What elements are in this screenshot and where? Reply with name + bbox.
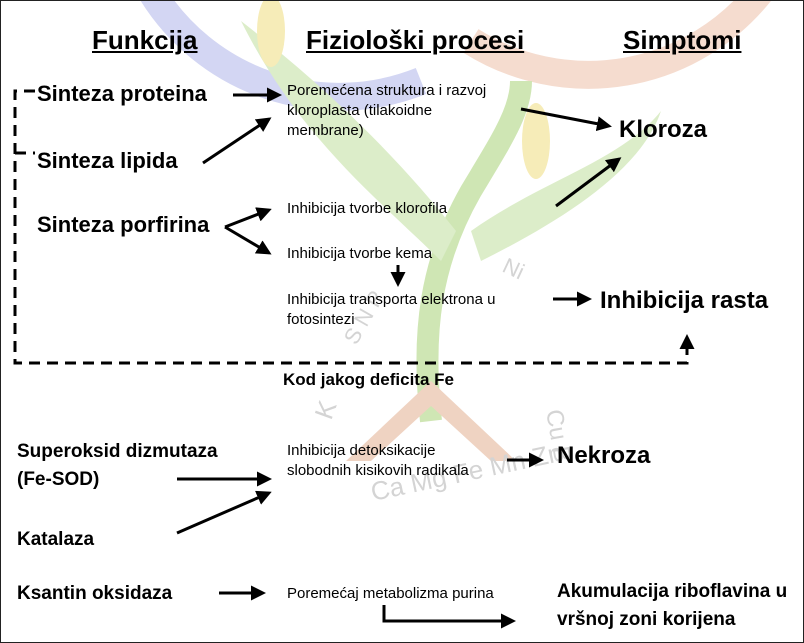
header-function: Funkcija [92,25,198,55]
symptom-riboflavin-line1: Akumulacija riboflavina u [557,581,788,602]
arrow-lipid-to-chloroplast [202,117,272,165]
process-chlorophyll: Inhibicija tvorbe klorofila [287,200,448,217]
header-processes: Fiziološki procesi [306,25,525,55]
watermark-leaf-right [471,111,661,261]
symptom-riboflavin-line2: vršnoj zoni korijena [557,609,736,630]
arrow-porphyrin-to-chlorophyll [224,207,272,229]
process-purine: Poremećaj metabolizma purina [287,585,494,602]
watermark-chevron [346,381,516,461]
symptom-chlorosis: Kloroza [619,116,708,143]
severe-deficit-label: Kod jakog deficita Fe [283,370,454,389]
process-chloroplast-line2: kloroplasta (tilakoidne [287,102,433,119]
arrow-purine-to-riboflavin [382,605,516,629]
watermark-blue-arc [140,1,427,111]
process-heme: Inhibicija tvorbe kema [287,245,433,262]
arrow-catalase-to-detox [176,490,272,535]
process-detox-line1: Inhibicija detoksikacije [287,442,436,459]
process-chloroplast-line1: Poremećena struktura i razvoj [287,82,487,99]
process-detox-line2: slobodnih kisikovih radikala [287,462,469,479]
watermark-leaf-left [241,21,456,261]
function-catalase: Katalaza [17,529,95,550]
function-xanthine-oxidase: Ksantin oksidaza [17,583,173,604]
function-sod: Superoksid dizmutaza [17,441,218,462]
header-symptoms: Simptomi [623,25,742,55]
arrow-chloroplast-to-chlorosis [520,107,612,132]
severe-deficit-dashed-loop [13,89,695,365]
watermark-stem [416,80,532,423]
function-porphyrin-synthesis: Sinteza porfirina [37,212,210,237]
symptom-growth-inhibition: Inhibicija rasta [600,287,769,314]
arrow-porphyrin-to-heme [224,225,272,255]
watermark-corn-right [522,103,550,179]
function-lipid-synthesis: Sinteza lipida [37,148,178,173]
process-chloroplast-line3: membrane) [287,122,364,139]
symptom-necrosis: Nekroza [557,442,651,469]
watermark-corn-left [257,1,285,67]
process-electron-line2: fotosintezi [287,311,355,328]
process-electron-line1: Inhibicija transporta elektrona u [287,291,496,308]
watermark-orange-arc [463,1,771,89]
function-sod-abbrev: (Fe-SOD) [17,469,100,490]
arrow-chlorophyll-to-chlorosis [555,157,622,208]
function-protein-synthesis: Sinteza proteina [37,81,207,106]
